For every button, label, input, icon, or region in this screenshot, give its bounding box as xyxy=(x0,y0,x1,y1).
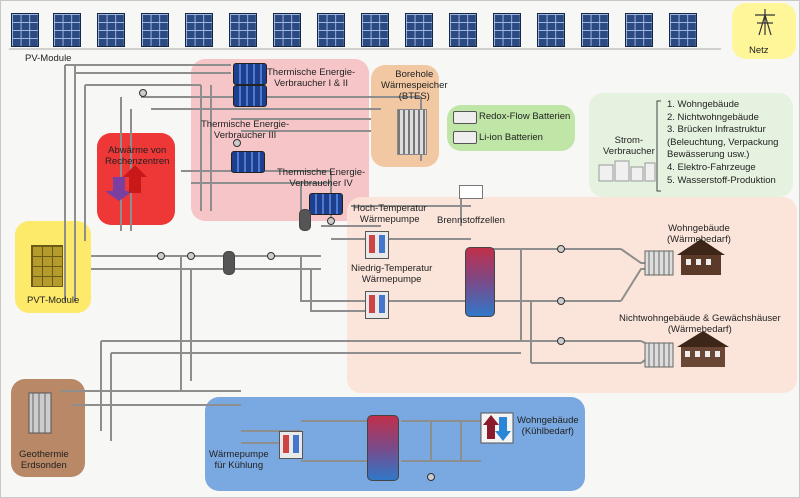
fuel-cell-icon xyxy=(459,185,483,199)
liion-battery-icon xyxy=(453,131,477,144)
pv-panel-icon xyxy=(317,13,345,47)
list-item: 2. Nichtwohngebäude xyxy=(667,111,759,123)
netz-label: Netz xyxy=(749,45,769,56)
thermal-consumer-icon xyxy=(309,193,343,215)
liion-label: Li-ion Batterien xyxy=(479,132,543,143)
pv-panel-icon xyxy=(273,13,301,47)
strom-consumer-icons xyxy=(598,160,656,182)
niedrig-temp-wp-label: Niedrig-Temperatur Wärmepumpe xyxy=(351,263,433,285)
cooling-arrows-icon xyxy=(480,412,514,444)
pv-panel-icon xyxy=(11,13,39,47)
pv-panel-icon xyxy=(185,13,213,47)
thermal-consumer-1-2-label: Thermische Energie- Verbraucher I & II xyxy=(267,67,356,89)
thermal-consumer-3-label: Thermische Energie- Verbraucher III xyxy=(201,119,290,141)
radiator-icon-1 xyxy=(644,250,674,276)
pv-panel-icon xyxy=(581,13,609,47)
house-icon-nichtwohn xyxy=(677,331,729,367)
redox-label: Redox-Flow Batterien xyxy=(479,111,571,122)
wp-kuehlung-label: Wärmepumpe für Kühlung xyxy=(209,449,269,471)
nichtwohn-waerme-label: Nichtwohngebäude & Gewächshäuser (Wärmeb… xyxy=(619,313,781,335)
thermal-consumer-icon xyxy=(233,85,267,107)
small-buffer-tank xyxy=(223,251,235,275)
power-tower-icon xyxy=(755,9,775,36)
netz-zone xyxy=(732,3,796,59)
list-item: Bewässerung usw.) xyxy=(667,149,750,161)
pv-panel-icon xyxy=(141,13,169,47)
pv-panel-icon xyxy=(53,13,81,47)
pv-panel-icon xyxy=(537,13,565,47)
high-temp-heat-pump-icon xyxy=(365,231,389,259)
pv-panel-icon xyxy=(229,13,257,47)
borehole-label: Borehole Wärmespeicher (BTES) xyxy=(381,69,448,102)
radiator-icon-2 xyxy=(644,342,674,368)
geothermie-label: Geothermie Erdsonden xyxy=(19,449,69,471)
geothermal-probe-icon xyxy=(28,392,52,434)
pv-panel-icon xyxy=(625,13,653,47)
pv-panel-icon xyxy=(97,13,125,47)
abwaerme-label: Abwärme von Rechenzentren xyxy=(105,145,170,167)
pv-panel-icon xyxy=(405,13,433,47)
cooling-heat-pump-icon xyxy=(279,431,303,459)
thermal-consumer-icon xyxy=(233,63,267,85)
pv-panel-icon xyxy=(669,13,697,47)
strom-consumer-list: 1. Wohngebäude 2. Nichtwohngebäude 3. Br… xyxy=(667,99,778,187)
pvt-label: PVT-Module xyxy=(27,295,80,306)
pv-panel-icon xyxy=(361,13,389,47)
pv-panel-icon xyxy=(493,13,521,47)
strom-verbraucher-label: Strom- Verbraucher xyxy=(603,135,655,157)
pv-module-label: PV-Module xyxy=(25,53,72,64)
list-item: 1. Wohngebäude xyxy=(667,99,740,110)
thermal-consumer-4-label: Thermische Energie- Verbraucher IV xyxy=(277,167,366,189)
cold-storage-tank xyxy=(367,415,399,481)
low-temp-heat-pump-icon xyxy=(365,291,389,319)
thermal-consumer-icon xyxy=(231,151,265,173)
wohn-kuehl-label: Wohngebäude (Kühlbedarf) xyxy=(517,415,579,437)
btes-storage-icon xyxy=(397,109,427,155)
small-buffer-tank xyxy=(299,209,311,231)
pv-panel-icon xyxy=(449,13,477,47)
wohn-waerme-label: Wohngebäude (Wärmebedarf) xyxy=(667,223,731,245)
list-item: (Beleuchtung, Verpackung xyxy=(667,136,779,148)
list-item: 4. Elektro-Fahrzeuge xyxy=(667,161,756,173)
pvt-panel-icon xyxy=(31,245,63,287)
list-bracket xyxy=(656,100,661,192)
list-item: 5. Wasserstoff-Produktion xyxy=(667,174,776,186)
hoch-temp-wp-label: Hoch-Temperatur Wärmepumpe xyxy=(353,203,427,225)
heat-exchange-arrows-icon xyxy=(105,165,147,201)
house-icon-wohn-waerme xyxy=(677,239,725,275)
heat-storage-tank xyxy=(465,247,495,317)
brennstoffzellen-label: Brennstoffzellen xyxy=(437,215,505,226)
redox-battery-icon xyxy=(453,111,477,124)
list-item: 3. Brücken Infrastruktur xyxy=(667,124,766,136)
